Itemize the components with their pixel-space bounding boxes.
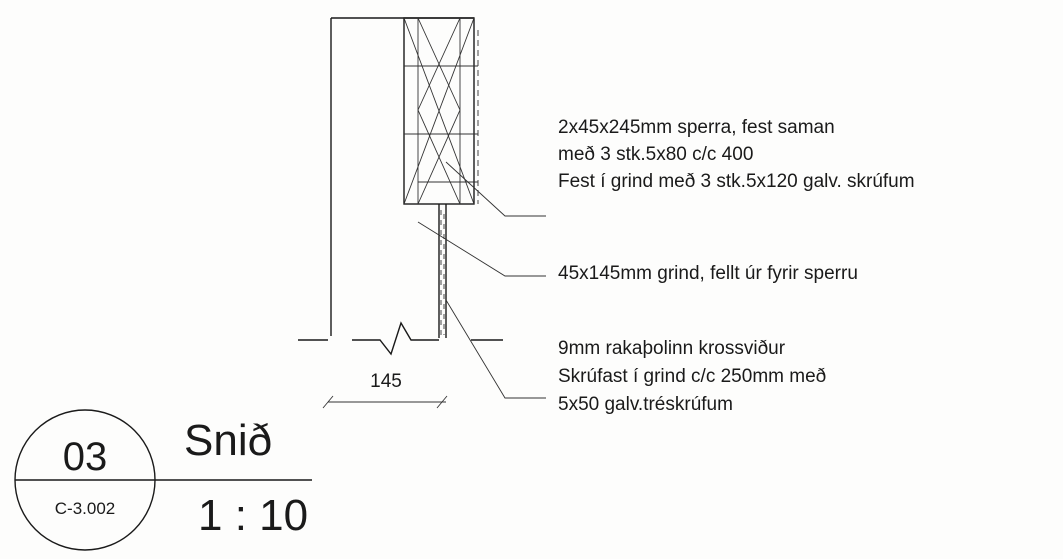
note-plywood-line-2: Skrúfast í grind c/c 250mm með [558,366,826,387]
rafter-member [403,17,479,205]
note-plywood-line-3: 5x50 galv.tréskrúfum [558,394,733,415]
note-rafter-line-2: með 3 stk.5x80 c/c 400 [558,144,753,165]
note-plywood-line-1: 9mm rakaþolinn krossviður [558,338,786,359]
drawing-scale: 1 : 10 [198,491,308,540]
note-rafter-line-1: 2x45x245mm sperra, fest saman [558,117,835,138]
title-block: 03 C-3.002 Snið 1 : 10 [14,409,312,551]
note-rafter: 2x45x245mm sperra, fest saman með 3 stk.… [558,117,915,192]
note-frame: 45x145mm grind, fellt úr fyrir sperru [558,263,858,284]
note-plywood: 9mm rakaþolinn krossviður Skrúfast í gri… [558,338,826,415]
note-frame-line-1: 45x145mm grind, fellt úr fyrir sperru [558,263,858,284]
dimension-line: 145 [322,371,448,409]
frame-stud [438,204,447,338]
dimension-value: 145 [370,371,402,392]
leader-lines [417,161,546,399]
drawing-title: Snið [184,416,272,465]
sheet-reference: C-3.002 [55,499,115,518]
break-line [298,321,503,356]
note-rafter-line-3: Fest í grind með 3 stk.5x120 galv. skrúf… [558,171,915,192]
detail-number: 03 [63,435,108,479]
